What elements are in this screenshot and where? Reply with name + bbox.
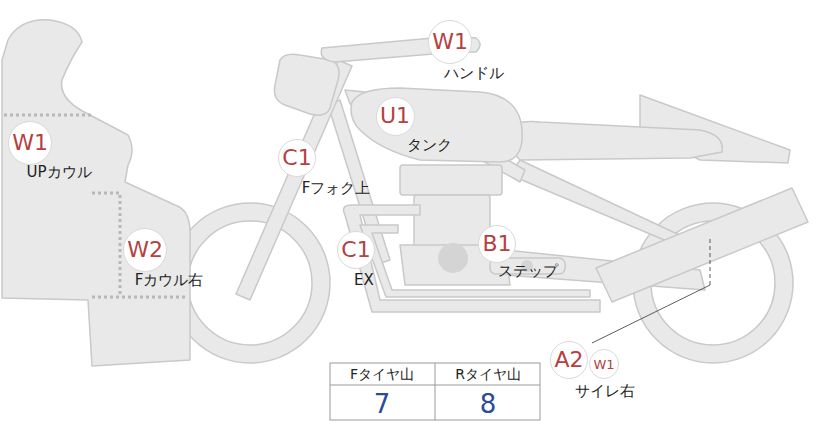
- table-header: Fタイヤ山: [350, 367, 414, 381]
- damage-code: U1: [377, 98, 414, 135]
- callout-circle: W1UPカウル: [8, 121, 52, 165]
- callout-circle: W2Fカウル右: [123, 228, 167, 272]
- part-name: UPカウル: [26, 164, 91, 181]
- damage-code: B1: [479, 226, 515, 262]
- part-name: ハンドル: [444, 65, 504, 82]
- callout-circle: A2サイレ右: [550, 341, 588, 379]
- damage-code: W2: [124, 229, 166, 271]
- tread-value: 7: [374, 391, 391, 417]
- tread-value: 8: [480, 391, 497, 417]
- callout-circle: U1タンク: [376, 97, 415, 136]
- damage-code: C1: [338, 232, 374, 268]
- part-name: Fカウル右: [135, 272, 204, 289]
- part-name: Fフォク上: [302, 180, 371, 197]
- callout-circle: C1EX: [337, 231, 375, 269]
- part-name: サイレ右: [575, 383, 635, 400]
- damage-code: C1: [279, 140, 315, 176]
- part-name: ステップ: [498, 263, 558, 280]
- callout-circle: W1ハンドル: [428, 20, 472, 64]
- damage-code: A2: [551, 342, 587, 378]
- damage-code: W1: [429, 21, 471, 63]
- table-header: Rタイヤ山: [455, 367, 521, 381]
- callout-circle: B1ステップ: [478, 225, 516, 263]
- damage-code: W1: [590, 350, 618, 378]
- part-name: タンク: [407, 137, 452, 154]
- callout-circle: C1Fフォク上: [278, 139, 316, 177]
- damage-code: W1: [9, 122, 51, 164]
- part-name: EX: [354, 272, 374, 289]
- callout-circle: W1: [589, 349, 619, 379]
